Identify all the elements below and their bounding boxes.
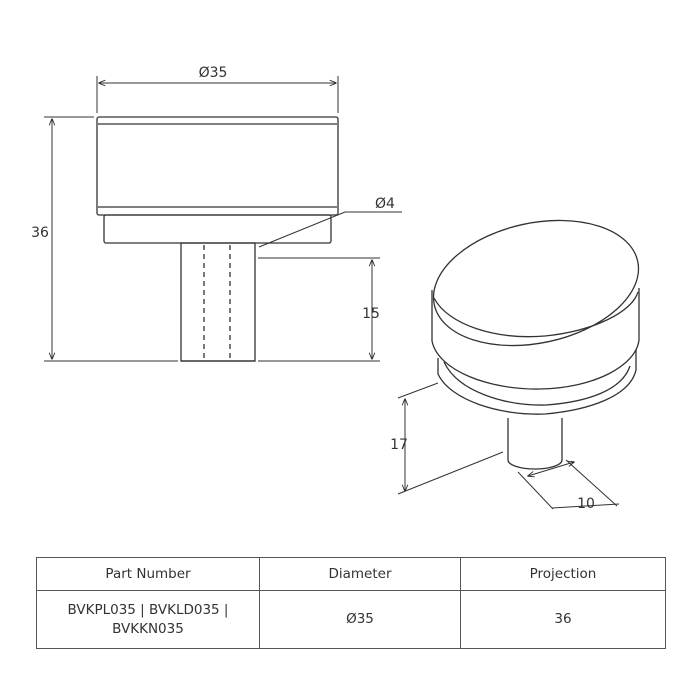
projection-extension-top (397, 382, 439, 399)
iso-spindle-outline (507, 418, 563, 470)
table-header-row: Part Number Diameter Projection (36, 557, 666, 591)
part-number-line1: BVKPL035 | BVKLD035 | (67, 601, 229, 618)
part-number-line2: BVKKN035 (112, 620, 184, 637)
cell-projection: 36 (460, 590, 666, 649)
spindle-width-label: 10 (577, 496, 595, 512)
iso-top-chamfer (433, 291, 639, 338)
spindle-width-extension-left (517, 471, 554, 510)
side-view (96, 116, 339, 362)
spindle-width-leader (551, 503, 620, 509)
technical-drawing: Ø35 36 Ø4 15 17 10 (31, 65, 640, 512)
cell-part-number: BVKPL035 | BVKLD035 | BVKKN035 (36, 590, 260, 649)
iso-collar-outline (437, 350, 637, 415)
header-diameter: Diameter (259, 557, 461, 591)
header-projection: Projection (460, 557, 666, 591)
header-part-number: Part Number (36, 557, 260, 591)
isometric-view (431, 219, 640, 470)
diameter-label: Ø35 (199, 65, 228, 81)
isometric-dimensions (397, 382, 620, 510)
spindle-outline (180, 242, 256, 362)
projection-extension-bottom (397, 451, 504, 495)
spindle-width-dimension-line (528, 462, 574, 476)
iso-collar-inner (443, 361, 631, 406)
spindle-length-label: 15 (362, 306, 380, 322)
knob-head-outline (96, 116, 339, 216)
side-view-dimensions (44, 76, 402, 362)
height-label: 36 (31, 225, 49, 241)
table-row: BVKPL035 | BVKLD035 | BVKKN035 Ø35 36 (36, 590, 666, 649)
spindle-diameter-label: Ø4 (375, 196, 395, 212)
projection-label: 17 (390, 437, 408, 453)
iso-body-outline (431, 288, 640, 390)
specification-table: Part Number Diameter Projection BVKPL035… (36, 557, 666, 649)
knob-collar-outline (103, 214, 332, 244)
cell-diameter: Ø35 (259, 590, 461, 649)
iso-top-face (432, 219, 640, 347)
spindle-diameter-leader (258, 211, 402, 248)
